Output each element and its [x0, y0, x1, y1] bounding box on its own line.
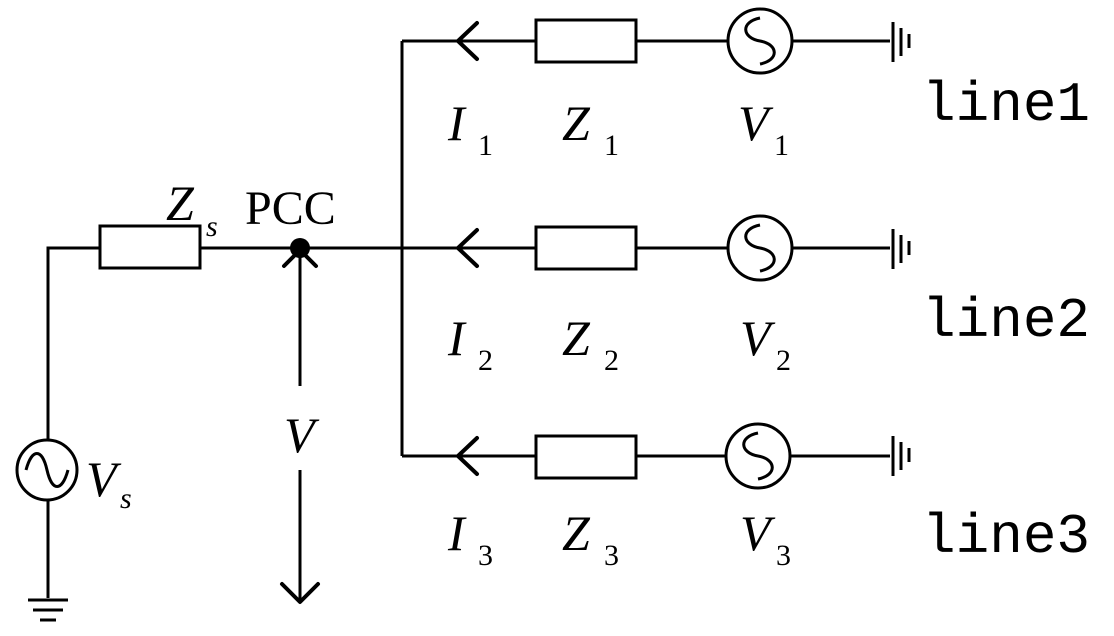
line-3-current-label: I3 [447, 505, 493, 572]
line-2-branch [402, 216, 909, 280]
line-1-ground-icon [893, 22, 909, 62]
line-3-name: line3 [922, 505, 1090, 569]
source-impedance-box [100, 226, 200, 268]
pcc-voltage-label: V [284, 407, 320, 463]
line-2-name: line2 [922, 289, 1090, 353]
line-2-voltage-label: V2 [740, 310, 791, 377]
line-3-branch [402, 424, 909, 488]
line-1-source-icon [728, 9, 792, 73]
line-3-voltage-label: V3 [740, 505, 791, 572]
line-2-current-label: I2 [447, 310, 493, 377]
line-1-branch [402, 9, 909, 73]
source-branch [17, 226, 402, 620]
line-3-impedance-box [536, 436, 636, 478]
line-1-voltage-label: V1 [738, 95, 789, 162]
line-1-impedance-box [536, 20, 636, 62]
source-wire [48, 248, 402, 598]
line-3-impedance-label: Z3 [562, 505, 619, 572]
source-ac-icon [17, 440, 77, 500]
line-3-source-icon [726, 424, 790, 488]
line-1-current-label: I1 [447, 95, 493, 162]
line-3-ground-icon [893, 436, 909, 476]
line-2-impedance-label: Z2 [562, 310, 619, 377]
source-ground-icon [28, 600, 68, 620]
line-1-name: line1 [922, 73, 1090, 137]
line-2-ground-icon [893, 229, 909, 269]
line-2-impedance-box [536, 227, 636, 269]
pcc-label: PCC [245, 182, 336, 235]
line-2-source-icon [728, 216, 792, 280]
line-1-impedance-label: Z1 [562, 95, 619, 162]
source-voltage-label: Vs [86, 451, 132, 515]
